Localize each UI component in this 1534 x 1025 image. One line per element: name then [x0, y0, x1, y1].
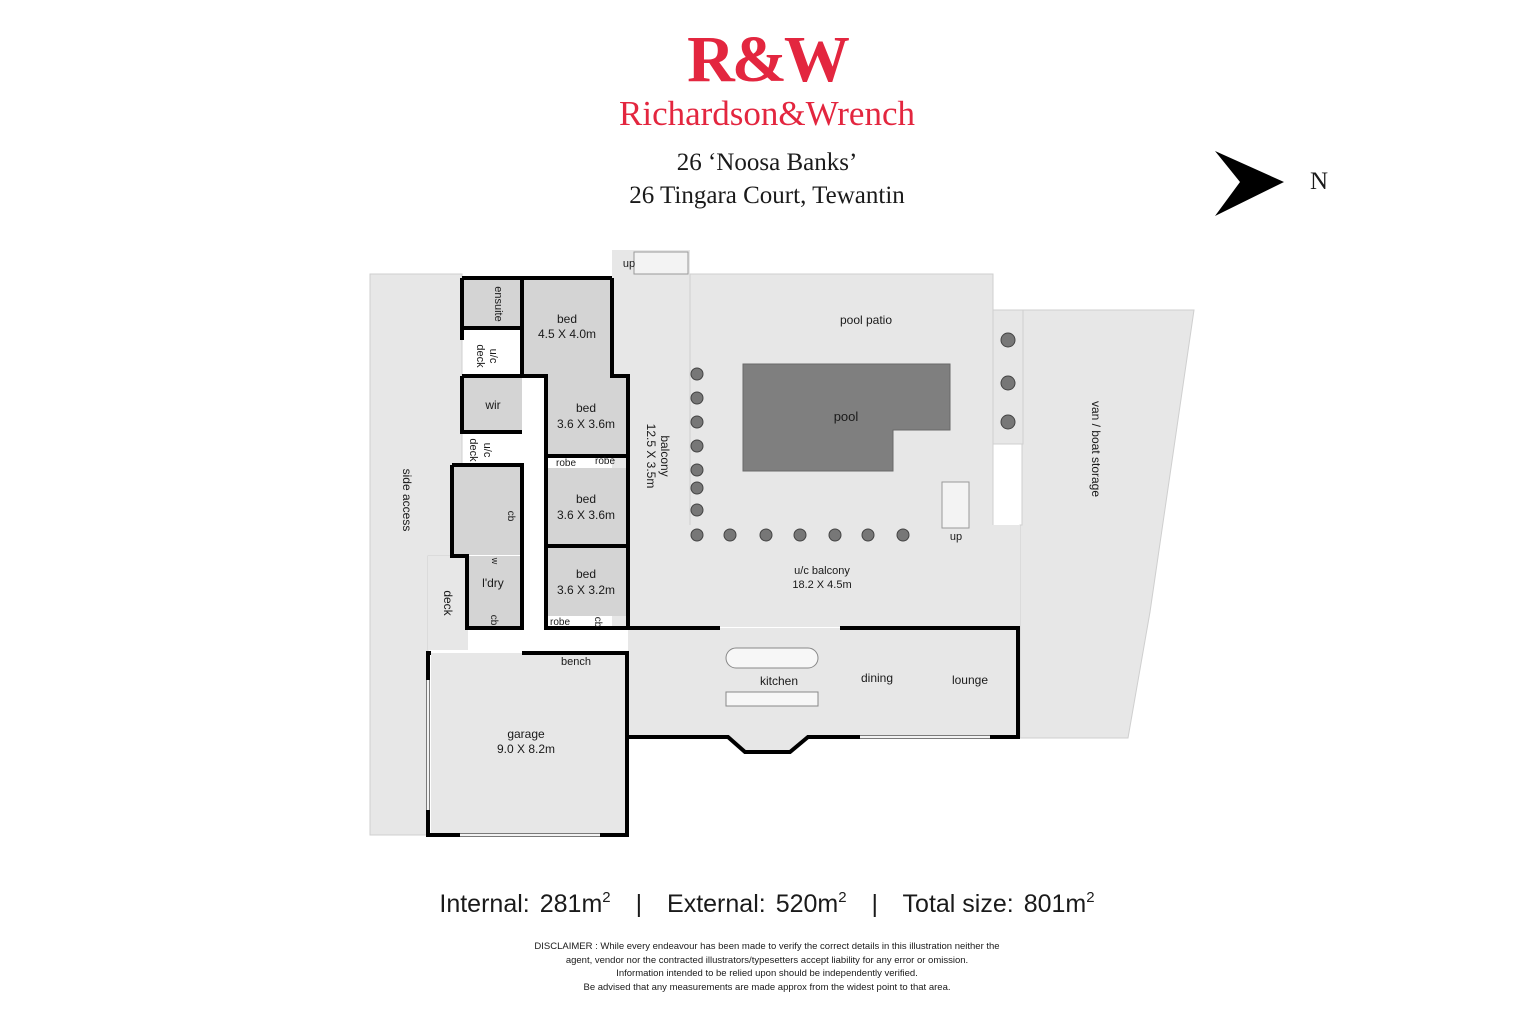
- ensuite-room: [464, 278, 522, 328]
- bed1-label: bed: [557, 312, 577, 326]
- external-unit-sup: 2: [838, 889, 847, 906]
- ensuite-label: ensuite: [492, 286, 504, 321]
- van-storage-label: van / boat storage: [1089, 401, 1103, 497]
- laundry-room: [467, 556, 522, 628]
- external-label: External:: [667, 890, 766, 918]
- lounge-label: lounge: [952, 673, 988, 687]
- kitchen-island: [725, 647, 819, 669]
- separator-1: |: [635, 890, 643, 918]
- disclaimer-line-3: Information intended to be relied upon s…: [616, 968, 918, 979]
- cb-3-label: cb: [488, 615, 499, 626]
- uc-deck-2-line1: u/c: [481, 443, 493, 458]
- robe-2-label: robe: [595, 456, 615, 467]
- north-arrow-icon: [1215, 151, 1284, 216]
- area-summary: Internal:281m2 | External:520m2 | Total …: [0, 880, 1534, 922]
- cb-1-label: cb: [505, 511, 516, 522]
- bed3-size: 3.6 X 3.6m: [557, 508, 615, 522]
- window-marks: [426, 680, 990, 837]
- bed2-label: bed: [576, 401, 596, 415]
- bed4-room: [546, 548, 626, 616]
- bed3-room: [546, 468, 626, 546]
- disclaimer-line-1: DISCLAIMER : While every endeavour has b…: [534, 941, 1000, 952]
- stairs-right: [941, 481, 970, 529]
- internal-label: Internal:: [439, 890, 530, 918]
- wir-label: wir: [484, 398, 500, 412]
- living-area: [628, 628, 1018, 752]
- walls: [426, 276, 1020, 837]
- external-value: 520m: [775, 890, 839, 918]
- total-label: Total size:: [902, 890, 1014, 918]
- total-unit-sup: 2: [1086, 889, 1095, 906]
- robe-3-label: robe: [550, 617, 570, 628]
- up-label-top: up: [623, 258, 635, 270]
- property-address: 26 Tingara Court, Tewantin: [629, 182, 905, 209]
- uc-balcony-size: 18.2 X 4.5m: [792, 579, 851, 591]
- pool-shape: [742, 363, 951, 472]
- pool-label: pool: [834, 409, 859, 424]
- disclaimer-line-4: Be advised that any measurements are mad…: [583, 981, 951, 993]
- dining-label: dining: [861, 671, 893, 685]
- uc-deck-1-line2: deck: [474, 344, 486, 368]
- bench-label: bench: [561, 656, 591, 668]
- balcony-size: 12.5 X 3.5m: [644, 424, 658, 489]
- kitchen-bench: [725, 691, 819, 707]
- garage-label: garage: [507, 727, 545, 741]
- disclaimer-line-2: agent, vendor nor the contracted illustr…: [565, 954, 969, 966]
- planter-pots: [690, 332, 1016, 542]
- cb-2-label: cb: [592, 617, 603, 628]
- total-value: 801m: [1023, 890, 1087, 918]
- uc-balcony-label: u/c balcony: [794, 565, 850, 577]
- robe-1-label: robe: [556, 458, 576, 469]
- bed1-room: [522, 278, 612, 376]
- up-label-right: up: [950, 531, 962, 543]
- van-storage-area: [1019, 309, 1195, 739]
- uc-balcony-area: [628, 525, 1020, 627]
- bed1-size: 4.5 X 4.0m: [538, 327, 596, 341]
- bathroom-room: [452, 465, 522, 555]
- bed2-size: 3.6 X 3.6m: [557, 417, 615, 431]
- pool-patio-label: pool patio: [840, 313, 892, 327]
- stairs-top: [633, 251, 689, 275]
- property-name: 26 ‘Noosa Banks’: [676, 149, 858, 176]
- kitchen-label: kitchen: [760, 674, 798, 688]
- w-label: w: [490, 557, 500, 565]
- separator-2: |: [871, 890, 879, 918]
- garage-room: [431, 653, 627, 835]
- garage-size: 9.0 X 8.2m: [497, 742, 555, 756]
- balcony-label: balcony: [658, 435, 672, 476]
- internal-unit-sup: 2: [602, 889, 611, 906]
- bed3-label: bed: [576, 492, 596, 506]
- deck-area: [428, 556, 468, 650]
- bed2-room: [546, 376, 626, 456]
- side-access-label: side access: [400, 469, 414, 532]
- north-label: N: [1310, 168, 1329, 195]
- deck-label: deck: [441, 590, 455, 616]
- laundry-label: l'dry: [482, 576, 504, 590]
- bed4-size: 3.6 X 3.2m: [557, 583, 615, 597]
- uc-deck-1-line1: u/c: [487, 349, 499, 364]
- brand-name: Richardson&Wrench: [619, 94, 915, 133]
- disclaimer: DISCLAIMER : While every endeavour has b…: [0, 940, 1534, 994]
- bed4-label: bed: [576, 567, 596, 581]
- internal-value: 281m: [539, 890, 603, 918]
- wir-room: [464, 376, 522, 432]
- uc-deck-2-line2: deck: [467, 438, 479, 462]
- brand-logo-mark: R&W: [687, 23, 850, 96]
